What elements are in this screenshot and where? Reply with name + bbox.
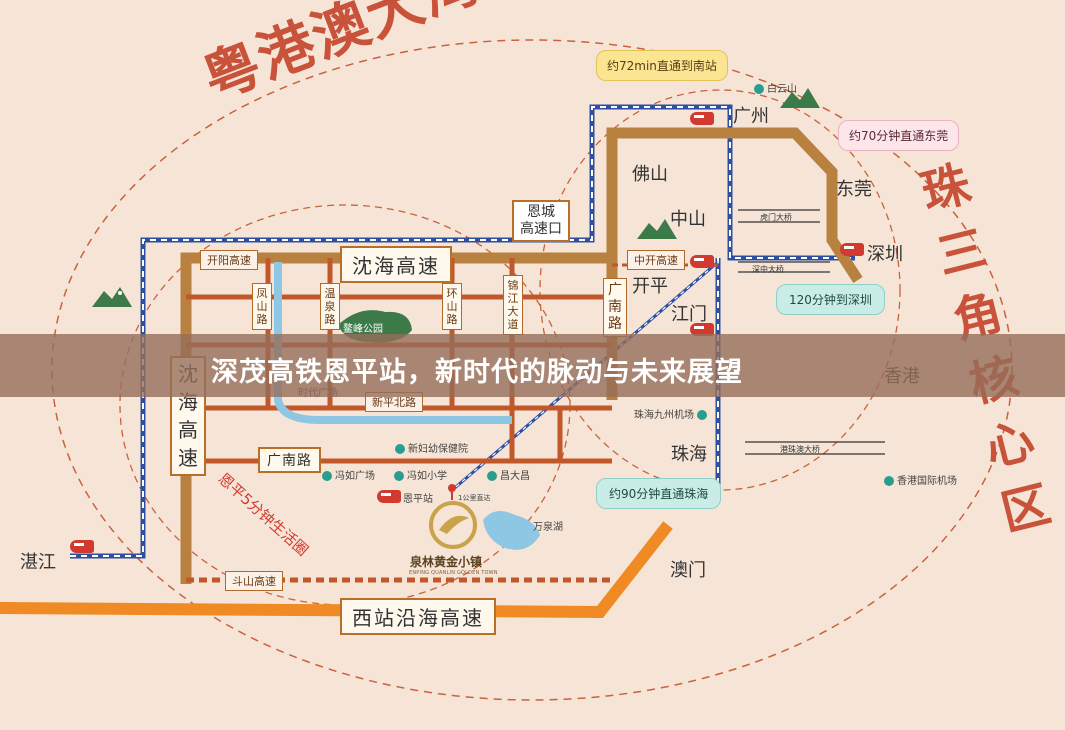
city-zhongshan: 中山 — [670, 209, 706, 230]
label-char: 路 — [446, 313, 458, 326]
label-char: 环 — [446, 287, 458, 300]
guangzhou-time-bubble: 约72min直通到南站 — [596, 50, 728, 81]
poi-label: 昌大昌 — [500, 471, 530, 482]
gate-line: 高速口 — [520, 221, 562, 237]
poi-label: 香港国际机场 — [897, 476, 957, 487]
fengru-school-poi: 冯如小学 — [394, 467, 447, 482]
city-kaiping: 开平 — [632, 276, 668, 297]
fengshan-road-label: 凤山路 — [252, 283, 272, 330]
city-dongguan: 东莞 — [836, 179, 872, 200]
zhongkai-expressway-label: 中开高速 — [627, 250, 685, 270]
poi-label: 冯如小学 — [407, 471, 447, 482]
dongguan-time-bubble: 约70分钟直通东莞 — [838, 120, 960, 151]
airport-icon — [884, 476, 894, 486]
city-jiangmen: 江门 — [671, 304, 707, 325]
label-char: 山 — [446, 300, 458, 313]
mountain-icon — [637, 219, 677, 239]
label-char: 温 — [324, 287, 336, 300]
maternal-hospital-poi: 新妇幼保健院 — [395, 440, 468, 455]
xizhan-expressway-label: 西站沿海高速 — [340, 598, 496, 635]
huanshan-road-label: 环山路 — [442, 283, 462, 330]
xizhan-expressway-line — [0, 521, 673, 619]
hzm-bridge-label: 港珠澳大桥 — [780, 445, 820, 454]
train-icon — [690, 323, 714, 336]
label-char: 路 — [256, 313, 268, 326]
label-char: 锦 — [507, 279, 519, 292]
poi-label: 鳌峰公园 — [343, 324, 383, 335]
enping-circle — [119, 204, 571, 606]
encheng-highway-gate: 恩城 高速口 — [512, 200, 570, 242]
label-char: 广 — [608, 282, 622, 298]
shenzhong-bridge-label: 深中大桥 — [752, 265, 784, 274]
poi-label: 白云山 — [767, 84, 797, 95]
label-char: 大 — [507, 305, 519, 318]
changdachang-poi: 昌大昌 — [487, 467, 530, 482]
train-icon — [840, 243, 864, 256]
shenhai-expressway-label: 沈海高速 — [340, 246, 452, 283]
shenzhen-time-bubble: 120分钟到深圳 — [776, 284, 885, 315]
train-icon — [70, 540, 94, 553]
doushan-expressway-label: 斗山高速 — [225, 571, 283, 591]
poi-label: 新妇幼保健院 — [408, 444, 468, 455]
poi-label: 冯如广场 — [335, 471, 375, 482]
gate-line: 恩城 — [527, 204, 555, 220]
pin-icon — [394, 471, 404, 481]
train-icon — [377, 490, 401, 503]
label-char: 道 — [507, 318, 519, 331]
baiyun-mountain-poi: 白云山 — [754, 80, 797, 95]
zhuhai-time-bubble: 约90分钟直通珠海 — [596, 478, 722, 509]
guangnan-vertical-label: 广南路 — [603, 278, 627, 337]
label-char: 南 — [608, 299, 622, 315]
enping-station-pin — [448, 484, 456, 492]
project-logo — [429, 501, 477, 549]
guangnan-road-label: 广南路 — [258, 447, 321, 473]
jinjiang-avenue-label: 锦江大道 — [503, 275, 523, 335]
airport-icon — [697, 410, 707, 420]
zhuhai-airport-poi: 珠海九州机场 — [634, 406, 710, 421]
train-icon — [690, 255, 714, 268]
label-char: 泉 — [324, 300, 336, 313]
bridges — [738, 209, 885, 455]
city-zhanjiang: 湛江 — [20, 552, 56, 573]
poi-label: 珠海九州机场 — [634, 410, 694, 421]
mountain-icon — [780, 88, 820, 108]
train-icon — [690, 112, 714, 125]
pearl-core-circle — [539, 89, 901, 491]
kaiyang-expressway-label: 开阳高速 — [200, 250, 258, 270]
distance-note: 1公里直达 — [458, 494, 491, 502]
mountain-icon — [92, 287, 132, 307]
pin-icon — [322, 471, 332, 481]
pin-icon — [487, 471, 497, 481]
hk-airport-poi: 香港国际机场 — [884, 472, 957, 487]
pin-icon — [395, 444, 405, 454]
pin-icon — [754, 84, 764, 94]
label-char: 路 — [324, 313, 336, 326]
project-name: 泉林黄金小镇 — [410, 555, 483, 569]
xinping-north-label: 新平北路 — [365, 392, 423, 412]
label-char: 江 — [507, 292, 519, 305]
humen-bridge-label: 虎门大桥 — [760, 213, 792, 222]
enping-station-poi: 恩平站 — [403, 490, 433, 505]
wenquan-road-label: 温泉路 — [320, 283, 340, 330]
poi-label: 恩平站 — [403, 494, 433, 505]
river — [274, 262, 512, 424]
city-zhuhai: 珠海 — [671, 444, 707, 465]
wanquan-lake — [483, 511, 540, 550]
headline: 深茂高铁恩平站，新时代的脉动与未来展望 — [211, 357, 743, 388]
label-char: 速 — [178, 446, 198, 470]
city-guangzhou: 广州 — [733, 106, 769, 127]
city-macau: 澳门 — [670, 560, 706, 581]
headline-banner — [0, 334, 1065, 397]
label-char: 山 — [256, 300, 268, 313]
wanquan-lake-poi: 万泉湖 — [533, 522, 563, 533]
project-english-name: ENPING QUANLIN GOLDEN TOWN — [409, 570, 498, 576]
label-char: 高 — [178, 418, 198, 442]
city-shenzhen: 深圳 — [867, 244, 903, 265]
label-char: 路 — [608, 316, 622, 332]
fengru-plaza-poi: 冯如广场 — [322, 467, 375, 482]
park-poi: 鳌峰公园 — [343, 320, 383, 335]
label-char: 凤 — [256, 287, 268, 300]
city-foshan: 佛山 — [632, 164, 668, 185]
